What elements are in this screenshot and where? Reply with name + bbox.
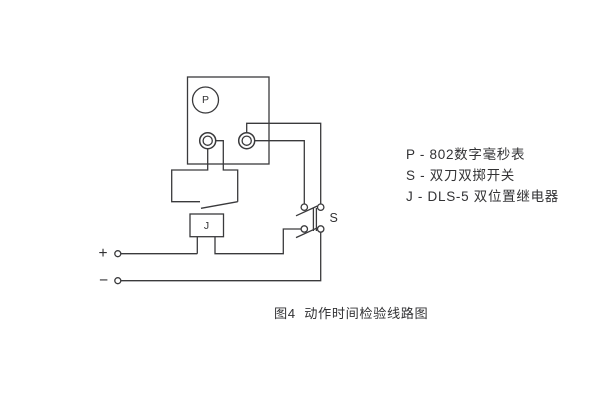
negative-terminal-circle xyxy=(114,277,122,285)
wire-right-terminal-to-switch-upper-left xyxy=(254,140,305,204)
meter-terminal-left-outer xyxy=(198,131,217,150)
switch-label: S xyxy=(329,211,338,225)
meter-label: P xyxy=(201,93,209,106)
meter-terminal-right-outer xyxy=(237,131,256,150)
switch-contact-upper-right xyxy=(316,203,325,212)
positive-terminal-label: + xyxy=(98,244,108,262)
meter-dial-circle xyxy=(191,86,220,114)
wire-right-terminal-to-switch-upper-right xyxy=(246,122,322,204)
meter-terminal-left-inner xyxy=(202,135,213,146)
meter-box xyxy=(186,76,270,165)
legend-item-relay: J - DLS-5 双位置继电器 xyxy=(406,188,559,204)
positive-terminal-circle xyxy=(114,250,122,258)
wire-left-terminal-to-contact-right xyxy=(215,140,239,202)
switch-contact-lower-left xyxy=(300,225,309,233)
wire-relay-to-switch-lower-left xyxy=(214,228,302,255)
figure-caption: 图4 动作时间检验线路图 xyxy=(274,305,429,321)
legend: P - 802数字毫秒表 S - 双刀双掷开关 J - DLS-5 双位置继电器 xyxy=(406,145,559,207)
relay-contact-blade xyxy=(200,201,238,209)
wire-negative-to-switch-lower-right xyxy=(120,232,322,282)
negative-terminal-label: − xyxy=(98,271,109,289)
wire-left-terminal-to-contact-left xyxy=(171,148,209,203)
legend-item-switch: S - 双刀双掷开关 xyxy=(406,167,516,183)
switch-contact-upper-left xyxy=(300,203,309,212)
legend-item-meter: P - 802数字毫秒表 xyxy=(406,147,526,162)
meter-terminal-right-inner xyxy=(241,135,252,146)
relay-box xyxy=(189,213,225,238)
relay-label: J xyxy=(203,219,210,232)
switch-blade-upper xyxy=(295,205,318,217)
switch-contact-lower-right xyxy=(316,225,325,233)
